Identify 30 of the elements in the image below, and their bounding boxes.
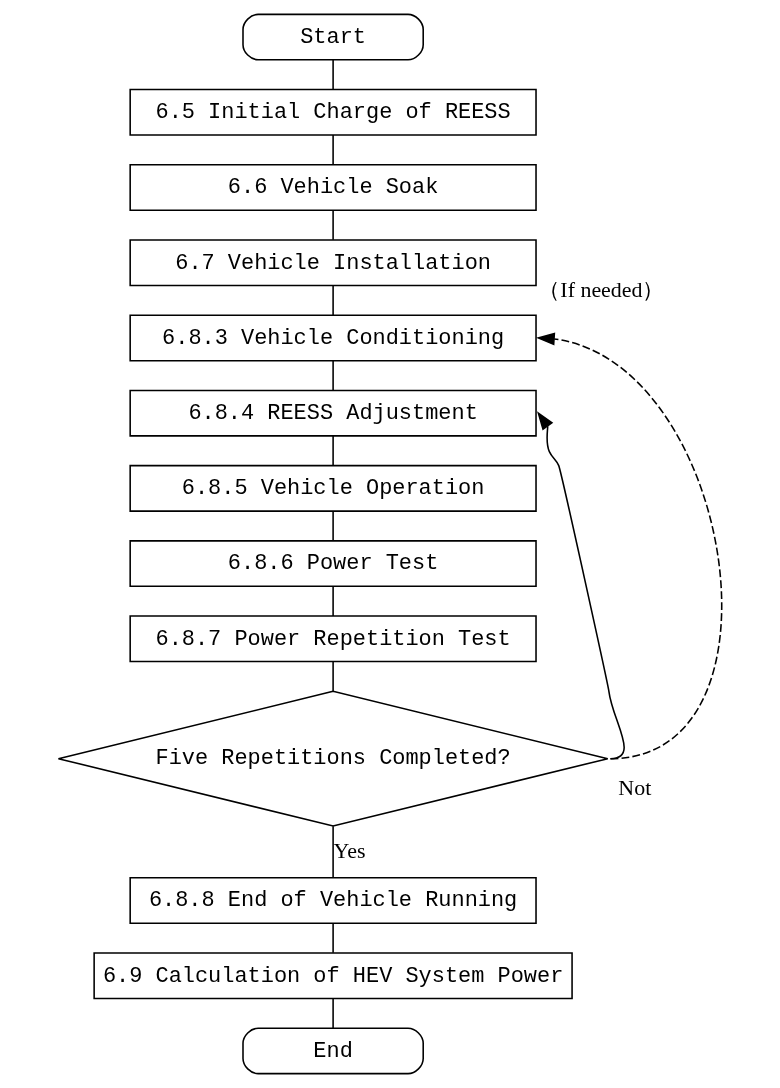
edge-label: Not	[617, 775, 651, 801]
connector	[331, 922, 334, 954]
connector	[331, 661, 334, 692]
node-box: 6.9 Calculation of HEV System Power	[92, 952, 573, 1000]
node-box: 6.8.5 Vehicle Operation	[128, 464, 537, 512]
node-box: Start	[241, 13, 424, 61]
arrow	[536, 411, 625, 760]
connector	[331, 997, 334, 1029]
node-box: 6.8.7 Power Repetition Test	[128, 615, 537, 663]
connector	[331, 284, 334, 316]
connector	[331, 359, 334, 392]
connector	[331, 59, 334, 91]
node-box: 6.8.8 End of Vehicle Running	[128, 877, 537, 924]
node-box: 6.8.6 Power Test	[128, 540, 537, 588]
connector	[331, 585, 334, 617]
node-box: 6.6 Vehicle Soak	[128, 164, 537, 211]
node-box: 6.8.3 Vehicle Conditioning	[128, 314, 537, 362]
arrow	[535, 332, 722, 760]
connector	[331, 134, 334, 166]
connector	[331, 825, 334, 879]
node-box: 6.5 Initial Charge of REESS	[128, 88, 537, 136]
node-box: 6.8.4 REESS Adjustment	[128, 389, 537, 437]
connector	[331, 510, 334, 542]
edge-label: （If needed）	[537, 277, 665, 303]
node-box: 6.7 Vehicle Installation	[128, 239, 537, 287]
node-box: End	[241, 1027, 424, 1075]
connector	[331, 435, 334, 467]
edge-label: Yes	[333, 837, 366, 863]
node-diamond: Five Repetitions Completed?	[57, 690, 609, 827]
connector	[331, 209, 334, 241]
